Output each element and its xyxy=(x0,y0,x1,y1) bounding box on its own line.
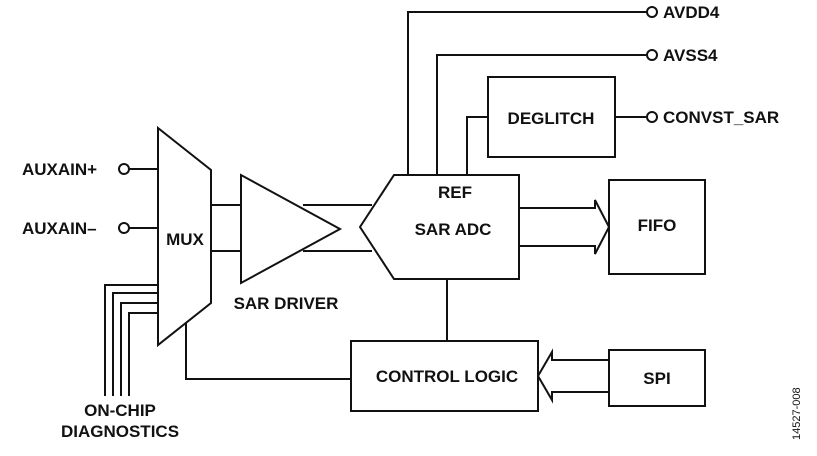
deglitch-label: DEGLITCH xyxy=(508,109,595,128)
mux-control-line xyxy=(185,323,351,380)
auxain-plus-label: AUXAIN+ xyxy=(22,160,97,179)
sar-adc-block xyxy=(358,174,520,280)
on-chip-label: ON-CHIP xyxy=(84,401,156,420)
avdd4-line xyxy=(407,11,646,175)
avss4-label: AVSS4 xyxy=(663,46,718,65)
adc-fifo-bus-arrow xyxy=(518,199,611,255)
spi-control-bus-arrow xyxy=(536,348,610,404)
mux-block xyxy=(157,125,212,348)
auxain-minus-label: AUXAIN– xyxy=(22,219,97,238)
figure-id: 14527-008 xyxy=(791,387,803,440)
deglitch-to-ref-line xyxy=(466,116,488,175)
auxain-plus-pin[interactable] xyxy=(118,163,130,175)
sar-driver-label: SAR DRIVER xyxy=(234,294,339,313)
spi-block xyxy=(608,349,706,407)
control-logic-label: CONTROL LOGIC xyxy=(376,367,518,386)
mux-label: MUX xyxy=(166,230,204,249)
diagnostics-lines xyxy=(104,284,158,396)
avdd4-pin[interactable] xyxy=(646,6,658,18)
ref-label: REF xyxy=(438,183,472,202)
sar-driver-block xyxy=(240,173,343,285)
convst-sar-pin[interactable] xyxy=(646,111,658,123)
sar-adc-label: SAR ADC xyxy=(415,220,492,239)
avdd4-label: AVDD4 xyxy=(663,3,720,22)
control-logic-block xyxy=(350,340,539,412)
spi-label: SPI xyxy=(643,369,670,388)
fifo-block xyxy=(608,179,706,275)
avss4-line xyxy=(436,54,646,175)
diagnostics-label: DIAGNOSTICS xyxy=(61,422,179,441)
convst-sar-label: CONVST_SAR xyxy=(663,108,779,127)
avss4-pin[interactable] xyxy=(646,49,658,61)
auxain-minus-pin[interactable] xyxy=(118,222,130,234)
fifo-label: FIFO xyxy=(638,216,677,235)
